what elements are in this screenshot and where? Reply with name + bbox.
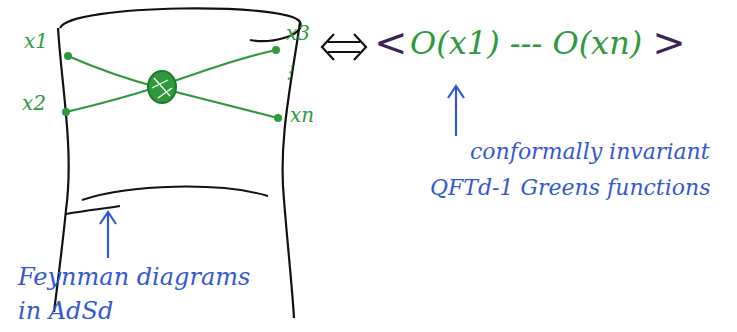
correlator-text: O(x1) --- O(xn) bbox=[410, 26, 642, 61]
point-label: x3 bbox=[286, 22, 310, 44]
propagator-lines bbox=[66, 50, 278, 118]
point-label: x1 bbox=[24, 30, 48, 52]
blob-hatching bbox=[152, 78, 172, 98]
point-label: x2 bbox=[22, 92, 46, 114]
annotation-note: in AdSd bbox=[18, 298, 113, 324]
interaction-blob bbox=[148, 71, 176, 103]
cylinder-bottom-arc bbox=[66, 206, 120, 214]
bracket-right: > bbox=[652, 20, 686, 64]
bracket-left: < bbox=[374, 20, 408, 64]
equivalence-arrow bbox=[322, 34, 366, 60]
annotation-note: QFTd-1 Greens functions bbox=[430, 176, 710, 200]
point-label: xn bbox=[290, 104, 314, 126]
cylinder-bottom-arc bbox=[82, 187, 268, 200]
ellipsis-label: ⋮ bbox=[280, 62, 298, 82]
annotation-note: Feynman diagrams bbox=[18, 264, 250, 290]
boundary-points bbox=[62, 46, 282, 122]
annotation-note: conformally invariant bbox=[470, 140, 710, 164]
annotation-arrows bbox=[100, 86, 464, 258]
cylinder-top bbox=[60, 8, 301, 41]
